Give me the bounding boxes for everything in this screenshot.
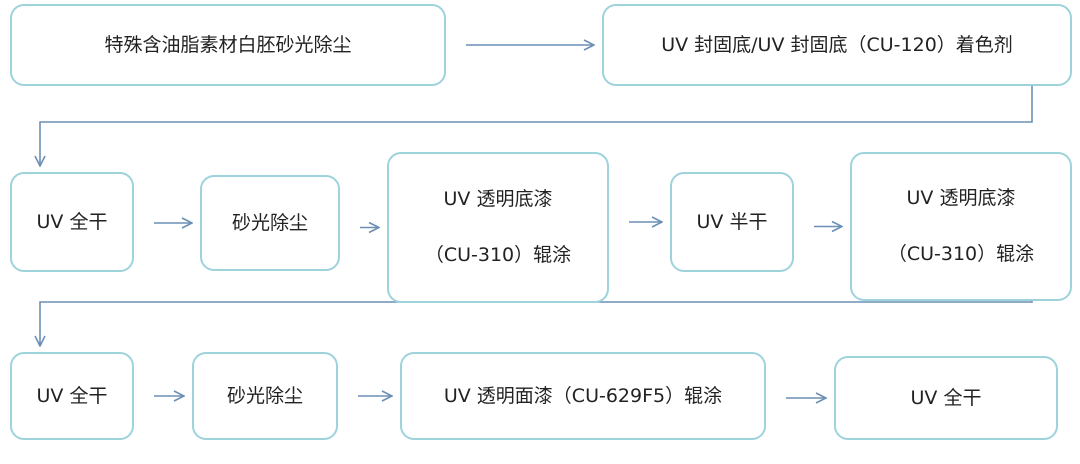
step-label-line2: （CU-310）辊涂: [887, 243, 1035, 266]
step-label: UV 全干: [36, 384, 108, 407]
step-label: 砂光除尘: [231, 211, 308, 234]
step-uv-half-cure: UV 半干: [670, 172, 794, 272]
step-uv-sealer-colorant: UV 封固底/UV 封固底（CU-120）着色剂: [602, 4, 1072, 86]
step-label: UV 透明面漆（CU-629F5）辊涂: [443, 384, 723, 407]
step-uv-full-cure-1: UV 全干: [10, 172, 134, 272]
step-label: UV 全干: [36, 210, 108, 233]
step-label-line1: UV 透明底漆: [906, 187, 1016, 210]
step-label: 砂光除尘: [226, 384, 303, 407]
step-label: 特殊含油脂素材白胚砂光除尘: [104, 33, 352, 56]
step-uv-full-cure-3: UV 全干: [834, 356, 1058, 440]
step-uv-clear-topcoat: UV 透明面漆（CU-629F5）辊涂: [400, 352, 766, 440]
connector-elbow: [40, 86, 1033, 166]
step-uv-clear-primer-1: UV 透明底漆 （CU-310）辊涂: [387, 152, 609, 303]
step-label-line1: UV 透明底漆: [443, 187, 553, 210]
step-label: UV 封固底/UV 封固底（CU-120）着色剂: [661, 33, 1013, 56]
connector-elbow: [40, 301, 1033, 346]
step-label: UV 半干: [696, 210, 768, 233]
step-sanding-1: 砂光除尘: [200, 175, 340, 271]
step-label: UV 全干: [910, 386, 982, 409]
step-white-blank-sanding: 特殊含油脂素材白胚砂光除尘: [10, 4, 446, 86]
step-label-line2: （CU-310）辊涂: [424, 244, 572, 267]
step-uv-full-cure-2: UV 全干: [10, 352, 134, 440]
step-uv-clear-primer-2: UV 透明底漆 （CU-310）辊涂: [850, 152, 1072, 301]
step-sanding-2: 砂光除尘: [192, 352, 338, 440]
